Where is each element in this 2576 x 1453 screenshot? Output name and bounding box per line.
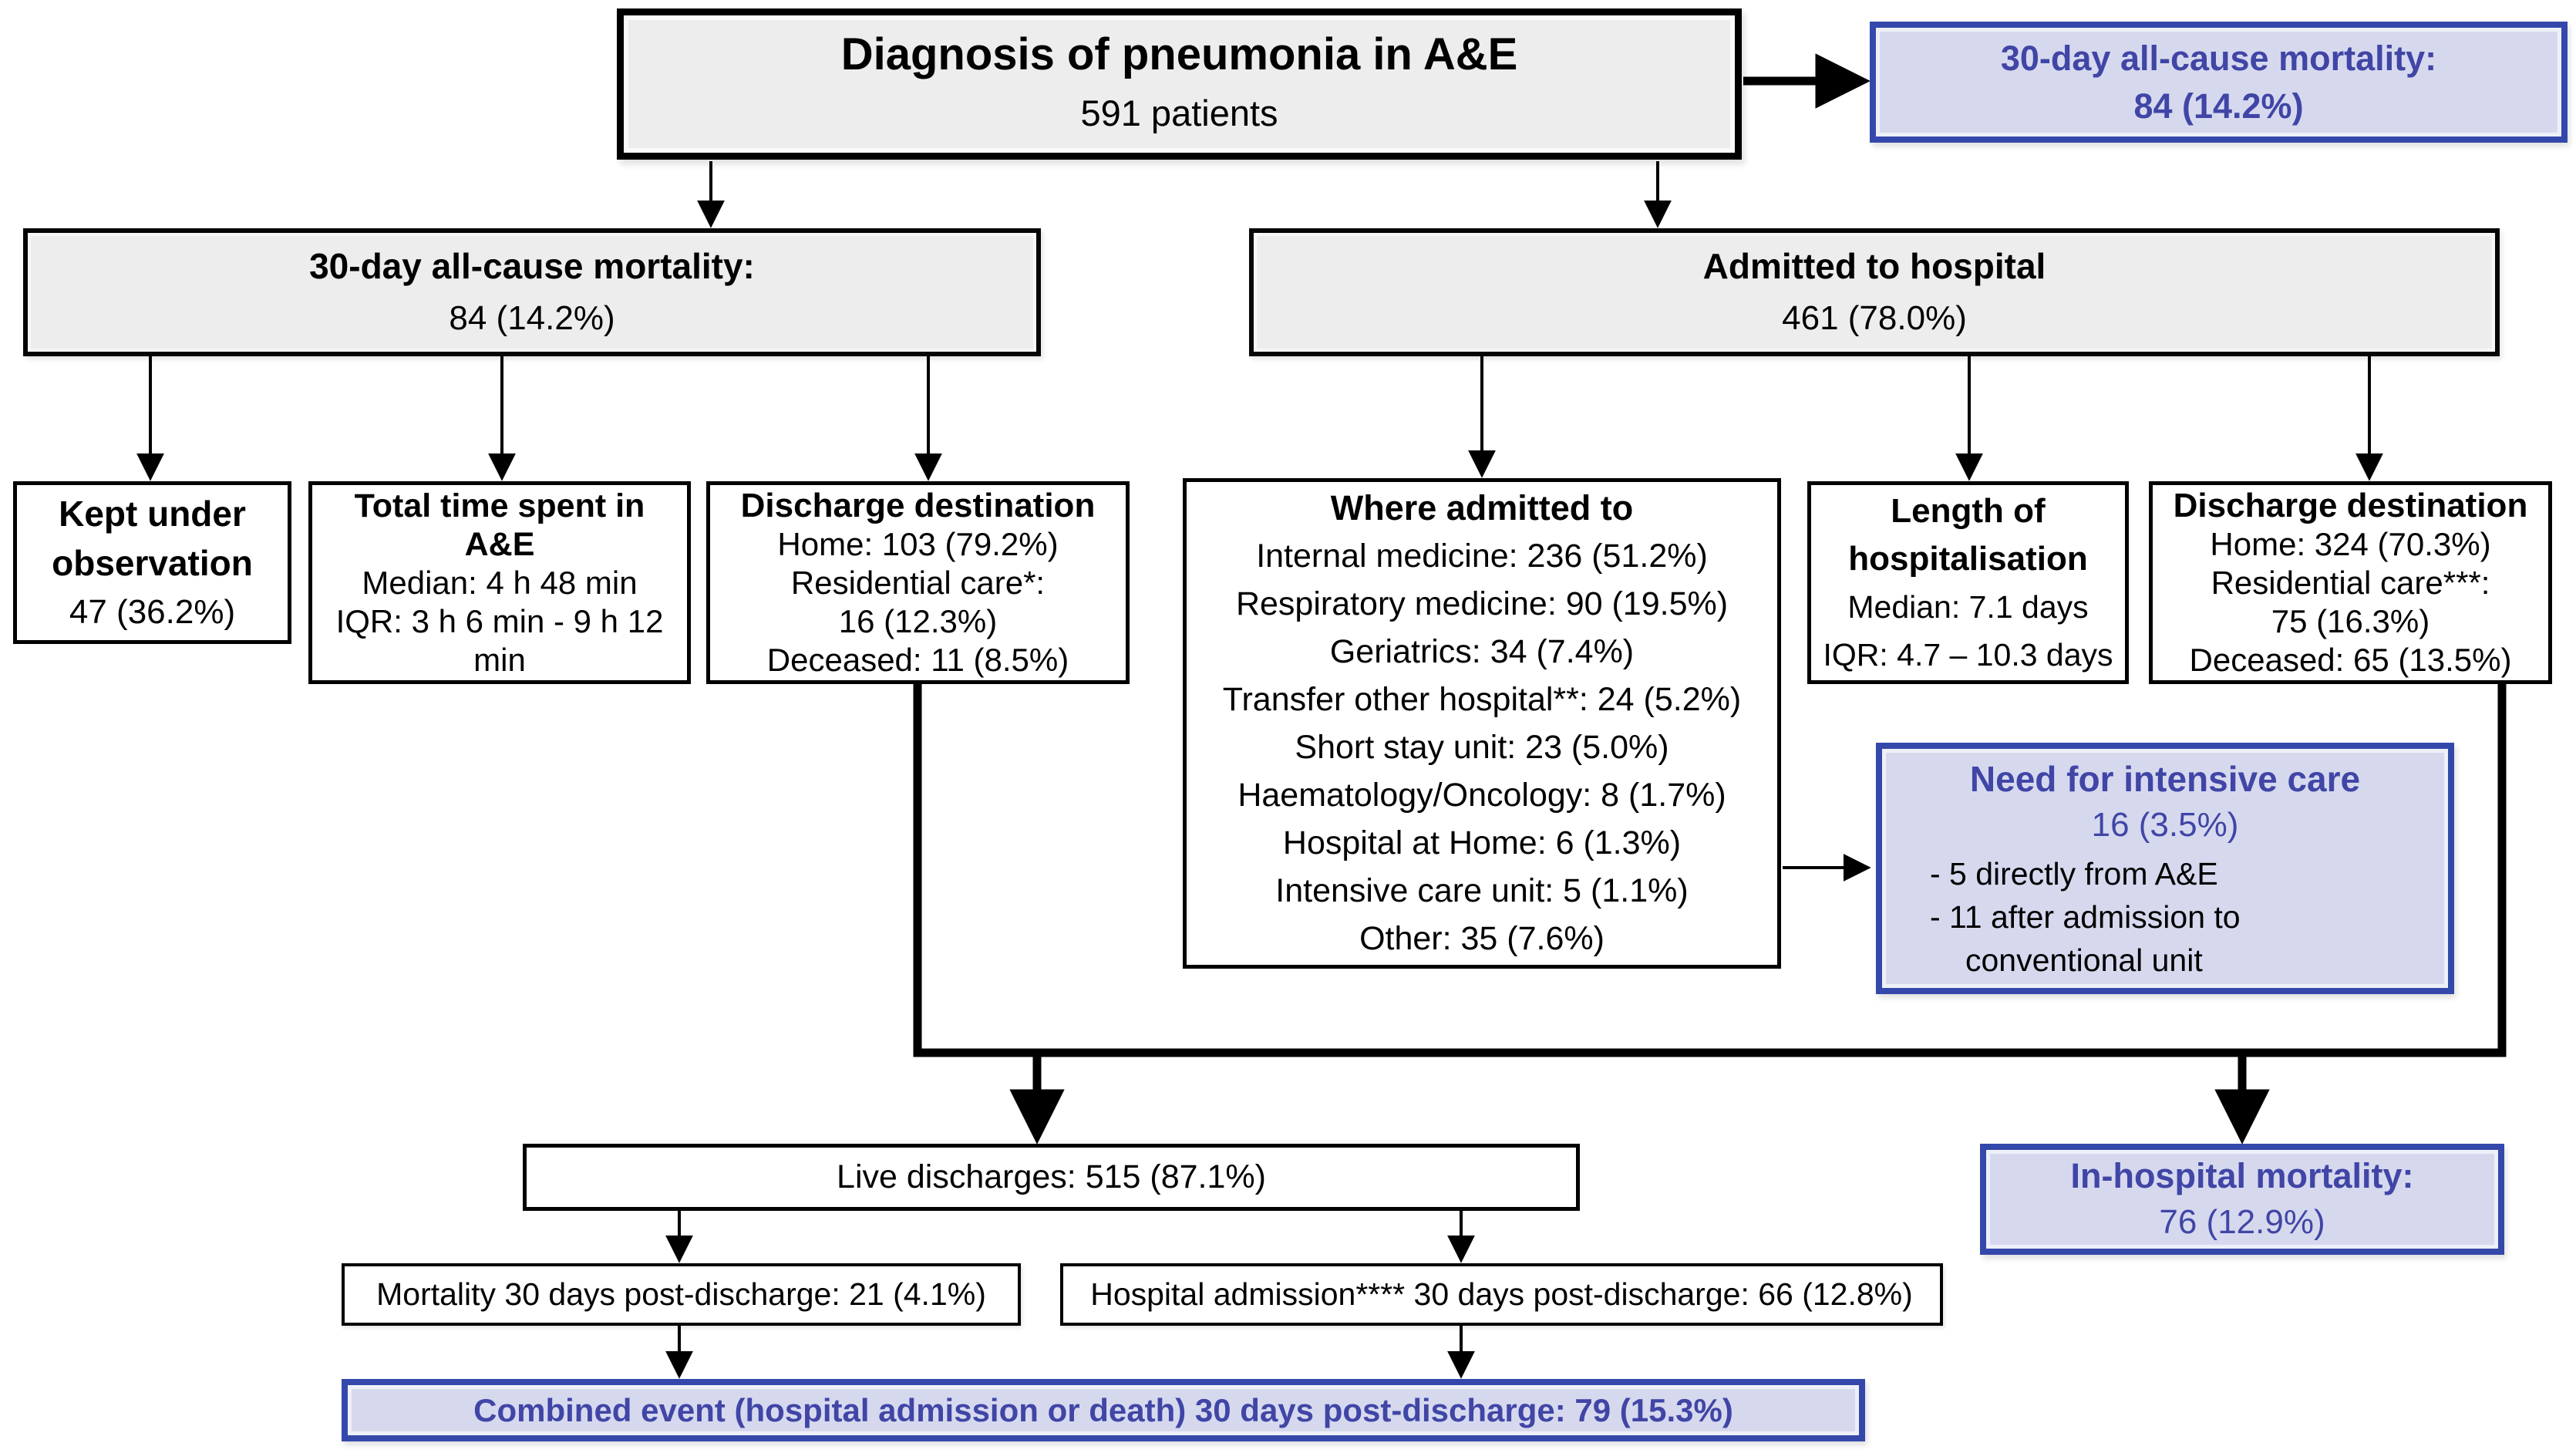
- time-in-ae-iqr: IQR: 3 h 6 min - 9 h 12 min: [335, 602, 664, 678]
- discharge-destination-ae-box: Discharge destination Home: 103 (79.2%) …: [706, 481, 1130, 684]
- live-discharges-box: Live discharges: 515 (87.1%): [523, 1144, 1580, 1211]
- combined-event-label: Combined event (hospital admission or de…: [473, 1391, 1733, 1428]
- icu-need-bullet-after-admission: - 11 after admission to conventional uni…: [1930, 899, 2241, 978]
- admitted-value: 461 (78.0%): [1782, 299, 1967, 337]
- where-admitted-hospital-at-home: Hospital at Home: 6 (1.3%): [1282, 824, 1682, 861]
- icu-need-box: Need for intensive care 16 (3.5%) - 5 di…: [1876, 743, 2454, 994]
- admitted-box: Admitted to hospital 461 (78.0%): [1249, 228, 2500, 356]
- where-admitted-title: Where admitted to: [1330, 488, 1634, 528]
- where-admitted-transfer: Transfer other hospital**: 24 (5.2%): [1222, 681, 1742, 718]
- inhospital-mortality-title: In-hospital mortality:: [2070, 1156, 2414, 1195]
- where-admitted-icu: Intensive care unit: 5 (1.1%): [1275, 872, 1689, 909]
- inhospital-mortality-box: In-hospital mortality: 76 (12.9%): [1980, 1144, 2504, 1255]
- diagnosis-title: Diagnosis of pneumonia in A&E: [840, 29, 1518, 79]
- discharge-destination-ae-title: Discharge destination: [740, 486, 1096, 524]
- ae-mortality-box: 30-day all-cause mortality: 84 (14.2%): [23, 228, 1041, 356]
- length-hospitalisation-title: Length of hospitalisation: [1848, 491, 2088, 578]
- where-admitted-box: Where admitted to Internal medicine: 236…: [1183, 478, 1781, 969]
- diagnosis-count: 591 patients: [1080, 93, 1278, 133]
- discharge-hosp-residential: Residential care***:: [2211, 564, 2490, 601]
- length-hospitalisation-box: Length of hospitalisation Median: 7.1 da…: [1807, 481, 2129, 684]
- admitted-title: Admitted to hospital: [1702, 246, 2046, 286]
- discharge-ae-deceased: Deceased: 11 (8.5%): [766, 641, 1069, 678]
- icu-need-value: 16 (3.5%): [2091, 806, 2239, 844]
- discharge-hosp-deceased: Deceased: 65 (13.5%): [2189, 641, 2512, 678]
- where-admitted-respiratory: Respiratory medicine: 90 (19.5%): [1235, 585, 1729, 622]
- admission-post-discharge-label: Hospital admission**** 30 days post-disc…: [1090, 1276, 1913, 1312]
- icu-need-bullet-list: - 5 directly from A&E - 11 after admissi…: [1891, 848, 2439, 982]
- where-admitted-geriatrics: Geriatrics: 34 (7.4%): [1329, 633, 1635, 670]
- icu-need-bullet-direct: - 5 directly from A&E: [1930, 856, 2218, 892]
- time-in-ae-box: Total time spent in A&E Median: 4 h 48 m…: [308, 481, 691, 684]
- discharge-ae-residential-value: 16 (12.3%): [838, 602, 998, 639]
- where-admitted-haematology: Haematology/Oncology: 8 (1.7%): [1237, 777, 1726, 814]
- discharge-ae-residential: Residential care*:: [790, 564, 1046, 601]
- live-discharges-label: Live discharges: 515 (87.1%): [837, 1158, 1266, 1195]
- discharge-hosp-home: Home: 324 (70.3%): [2210, 525, 2491, 562]
- admission-post-discharge-box: Hospital admission**** 30 days post-disc…: [1060, 1263, 1943, 1326]
- combined-event-box: Combined event (hospital admission or de…: [342, 1379, 1865, 1441]
- discharge-destination-hospital-box: Discharge destination Home: 324 (70.3%) …: [2149, 481, 2552, 684]
- time-in-ae-median: Median: 4 h 48 min: [362, 564, 638, 601]
- mortality-post-discharge-box: Mortality 30 days post-discharge: 21 (4.…: [342, 1263, 1021, 1326]
- diagnosis-root-box: Diagnosis of pneumonia in A&E 591 patien…: [617, 8, 1742, 160]
- discharge-hosp-residential-value: 75 (16.3%): [2271, 602, 2430, 639]
- discharge-ae-home: Home: 103 (79.2%): [777, 525, 1059, 562]
- kept-observation-box: Kept under observation 47 (36.2%): [13, 481, 291, 644]
- length-hospitalisation-iqr: IQR: 4.7 – 10.3 days: [1823, 636, 2113, 673]
- where-admitted-short-stay: Short stay unit: 23 (5.0%): [1295, 729, 1669, 766]
- time-in-ae-title: Total time spent in A&E: [354, 487, 645, 563]
- mortality-callout-value: 84 (14.2%): [2133, 86, 2304, 126]
- kept-observation-value: 47 (36.2%): [69, 592, 236, 631]
- ae-mortality-value: 84 (14.2%): [449, 299, 615, 337]
- ae-mortality-title: 30-day all-cause mortality:: [309, 246, 755, 286]
- mortality-callout-title: 30-day all-cause mortality:: [2000, 38, 2437, 78]
- where-admitted-internal: Internal medicine: 236 (51.2%): [1256, 538, 1708, 575]
- inhospital-mortality-value: 76 (12.9%): [2159, 1203, 2325, 1241]
- mortality-post-discharge-label: Mortality 30 days post-discharge: 21 (4.…: [376, 1276, 986, 1312]
- discharge-destination-hospital-title: Discharge destination: [2173, 486, 2528, 524]
- kept-observation-title: Kept under observation: [52, 493, 253, 583]
- mortality-callout-box: 30-day all-cause mortality: 84 (14.2%): [1870, 22, 2568, 143]
- where-admitted-other: Other: 35 (7.6%): [1359, 920, 1605, 957]
- length-hospitalisation-median: Median: 7.1 days: [1847, 588, 2089, 625]
- icu-need-title: Need for intensive care: [1969, 759, 2361, 799]
